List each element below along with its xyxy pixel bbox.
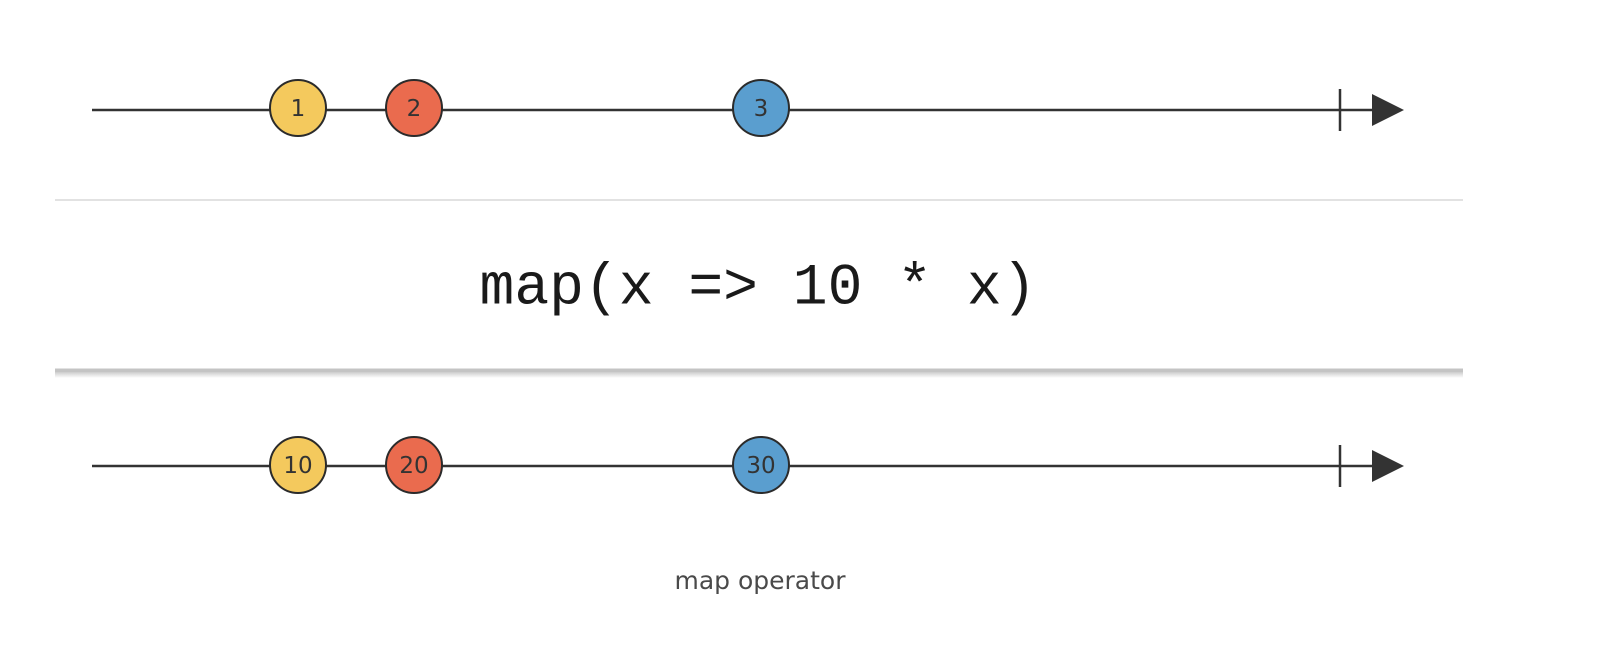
output-marble-circle (385, 436, 443, 494)
output-marble-circle (732, 436, 790, 494)
input-marble-circle (732, 79, 790, 137)
output-marble: 30 (732, 436, 790, 494)
input-marble-circle (269, 79, 327, 137)
input-marble: 3 (732, 79, 790, 137)
output-marble-label: 20 (399, 453, 428, 479)
operator-box-background (55, 199, 1463, 369)
input-marble-label: 2 (407, 96, 422, 122)
output-marble-label: 30 (746, 453, 775, 479)
input-marble: 1 (269, 79, 327, 137)
operator-label: map(x => 10 * x) (480, 257, 1037, 322)
input-marble-circle (385, 79, 443, 137)
output-marble-label: 10 (283, 453, 312, 479)
input-timeline-arrow-icon (1372, 94, 1404, 126)
input-marble: 2 (385, 79, 443, 137)
output-marble: 20 (385, 436, 443, 494)
input-stream: 1 2 3 (92, 79, 1404, 137)
output-marble-circle (269, 436, 327, 494)
output-stream: 10 20 30 (92, 436, 1404, 494)
diagram-caption: map operator (674, 566, 846, 595)
input-marble-label: 3 (754, 96, 769, 122)
input-marble-label: 1 (291, 96, 306, 122)
output-marble: 10 (269, 436, 327, 494)
operator-box-shadow (55, 371, 1463, 378)
operator-box: map(x => 10 * x) (55, 199, 1463, 378)
output-timeline-arrow-icon (1372, 450, 1404, 482)
